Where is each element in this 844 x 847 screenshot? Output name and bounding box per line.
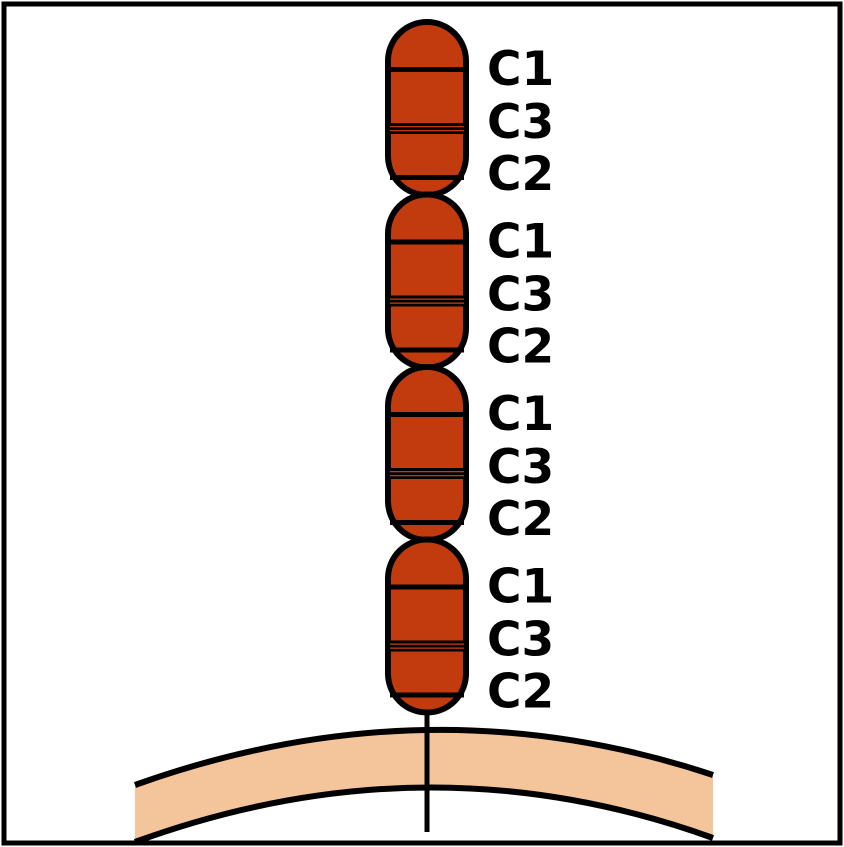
domain-label-c3: C3 xyxy=(487,440,554,495)
domain-band-stripe xyxy=(390,644,464,645)
domain-band-stripe xyxy=(390,126,464,127)
domain-band xyxy=(390,585,464,590)
domain-band xyxy=(390,641,464,652)
domain-body xyxy=(388,540,466,713)
domain-label-c3: C3 xyxy=(487,268,554,323)
domain-band-stripe xyxy=(390,648,464,649)
domain-label-c3: C3 xyxy=(487,613,554,668)
domain-label-c2: C2 xyxy=(487,492,554,547)
domain-label-c1: C1 xyxy=(487,560,554,615)
domain-band xyxy=(390,67,464,72)
domain-band xyxy=(390,240,464,245)
domain-label-c2: C2 xyxy=(487,665,554,720)
domain-band xyxy=(390,412,464,417)
domain-band xyxy=(390,296,464,307)
domain-label-c2: C2 xyxy=(487,147,554,202)
domain-band-stripe xyxy=(390,130,464,131)
domain-label-c1: C1 xyxy=(487,387,554,442)
domain-band xyxy=(390,520,464,525)
domain-label-c1: C1 xyxy=(487,215,554,270)
domain-label-c3: C3 xyxy=(487,95,554,150)
domain-body xyxy=(388,367,466,540)
domain-band-stripe xyxy=(390,471,464,472)
domain-band-stripe xyxy=(390,299,464,300)
domain-label-c1: C1 xyxy=(487,42,554,97)
domain-body xyxy=(388,22,466,195)
cell-membrane xyxy=(135,730,713,842)
domain-band-stripe xyxy=(390,475,464,476)
domain-body xyxy=(388,195,466,368)
domain-band xyxy=(390,348,464,353)
domain-band-stripe xyxy=(390,303,464,304)
domain-band xyxy=(390,123,464,134)
domain-label-c2: C2 xyxy=(487,320,554,375)
domain-band xyxy=(390,693,464,698)
domain-band xyxy=(390,175,464,180)
domain-band xyxy=(390,468,464,479)
